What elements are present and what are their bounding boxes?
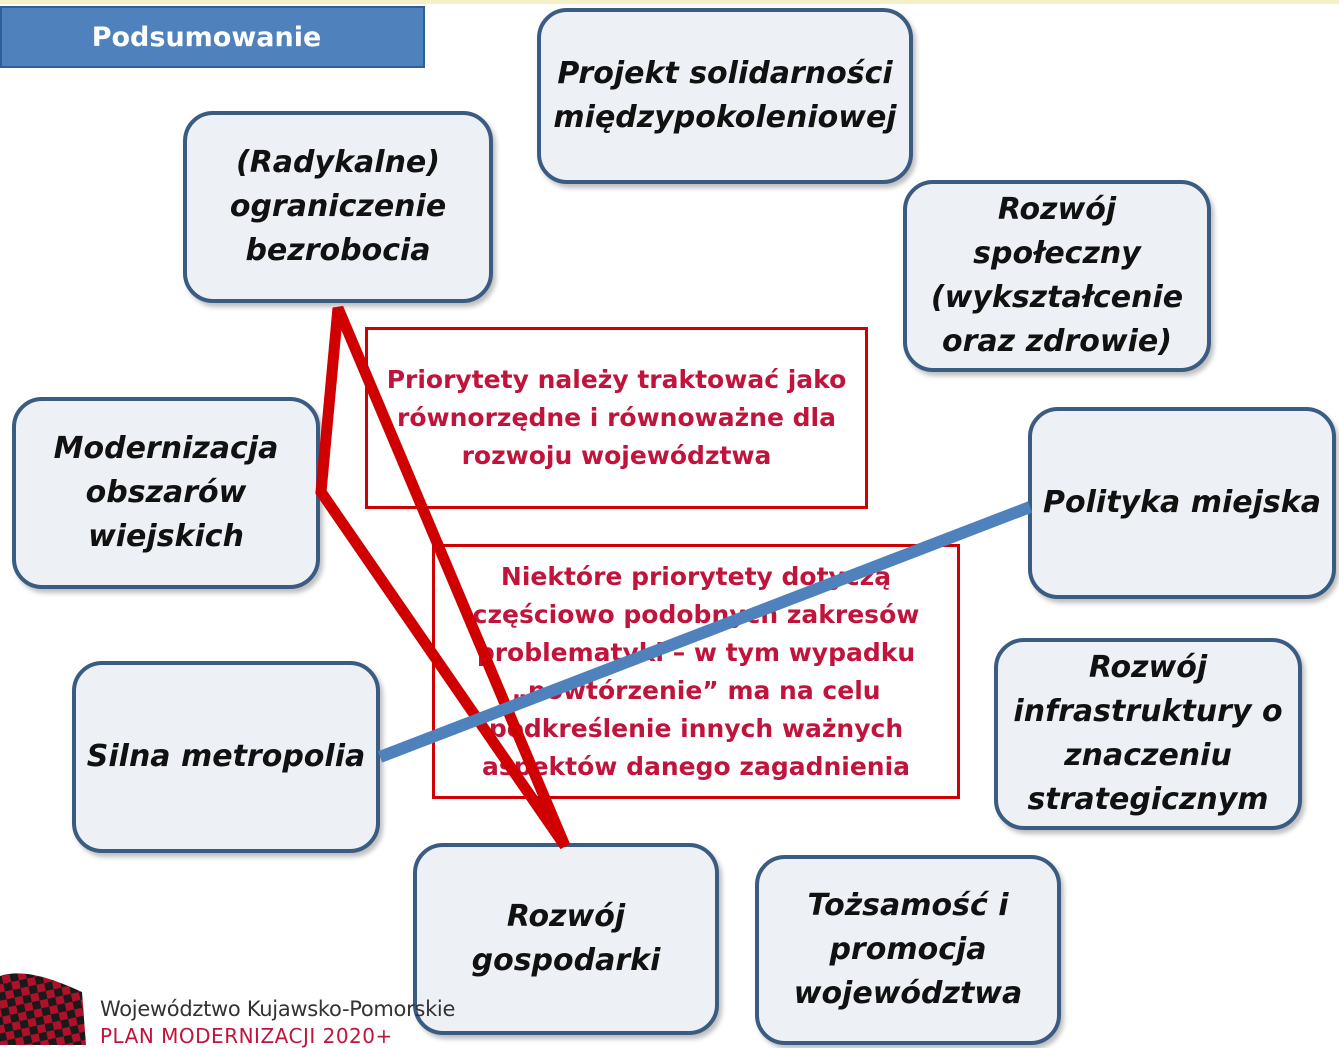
footer-region-name: Województwo Kujawsko-Pomorskie (100, 997, 456, 1021)
priority-box-modernizacja-obszarow: Modernizacja obszarów wiejskich (12, 397, 320, 589)
priority-box-ograniczenie-bezrobocia: (Radykalne) ograniczenie bezrobocia (183, 111, 493, 303)
note-overlapping-priorities: Niektóre priorytety dotyczą częściowo po… (432, 544, 960, 799)
priority-box-polityka-miejska: Polityka miejska (1028, 407, 1336, 599)
priority-box-tozsamosc-promocja: Tożsamość i promocja województwa (755, 855, 1061, 1045)
page-title: Podsumowanie (0, 6, 425, 68)
priority-box-rozwoj-gospodarki: Rozwój gospodarki (413, 843, 719, 1035)
priority-box-rozwoj-spoleczny: Rozwój społeczny (wykształcenie oraz zdr… (903, 180, 1211, 372)
top-border (0, 0, 1339, 4)
note-equal-priorities: Priorytety należy traktować jako równorz… (365, 327, 868, 509)
footer-plan-name: PLAN MODERNIZACJI 2020+ (100, 1024, 393, 1048)
priority-box-projekt-solidarnosci: Projekt solidarności międzypokoleniowej (537, 8, 913, 184)
region-logo-icon (0, 973, 86, 1045)
priority-box-silna-metropolia: Silna metropolia (72, 661, 380, 853)
priority-box-rozwoj-infrastruktury: Rozwój infrastruktury o znaczeniu strate… (994, 638, 1302, 830)
